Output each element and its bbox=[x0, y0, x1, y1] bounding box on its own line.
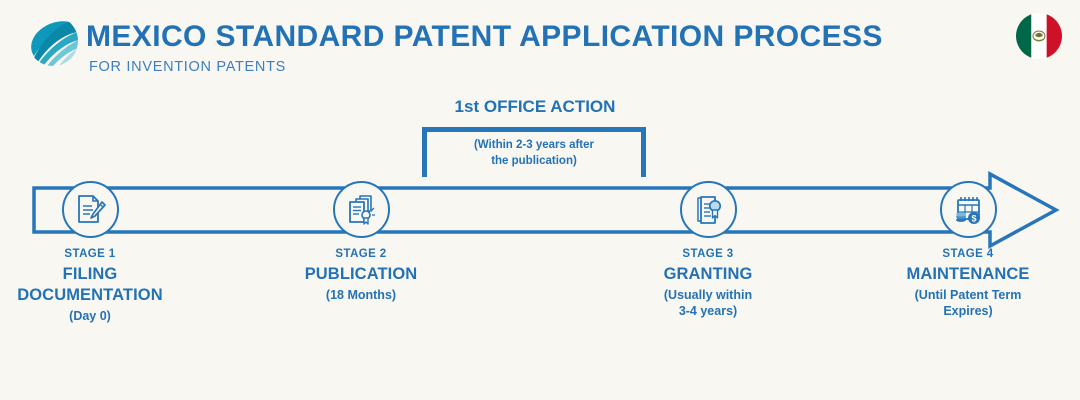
stage-1-detail: (Day 0) bbox=[0, 308, 190, 324]
stage-4-caption: STAGE 4 MAINTENANCE (Until Patent Term E… bbox=[878, 246, 1058, 319]
stage-2-detail: (18 Months) bbox=[275, 287, 447, 303]
stage-3-name-line-1: GRANTING bbox=[663, 265, 753, 283]
timeline-stage-1[interactable]: STAGE 1 FILING DOCUMENTATION (Day 0) bbox=[0, 181, 190, 324]
office-action-bracket bbox=[422, 127, 646, 177]
stage-1-number: STAGE 1 bbox=[64, 248, 116, 260]
stage-1-caption: STAGE 1 FILING DOCUMENTATION (Day 0) bbox=[0, 246, 190, 324]
certificate-seal-icon bbox=[697, 195, 722, 224]
stage-4-name-line-1: MAINTENANCE bbox=[906, 265, 1030, 283]
globe-swoosh-logo-icon bbox=[24, 12, 82, 70]
stage-1-detail-line-1: (Day 0) bbox=[69, 309, 111, 323]
stage-1-name-line-1: FILING bbox=[62, 265, 118, 283]
stage-1-name: FILING DOCUMENTATION bbox=[0, 264, 190, 306]
stage-2-icon-circle bbox=[332, 181, 390, 238]
stage-4-number: STAGE 4 bbox=[942, 248, 994, 260]
stage-4-icon-circle: $ bbox=[939, 181, 997, 238]
office-action-note: (Within 2-3 years after the publication) bbox=[422, 137, 646, 169]
stage-1-icon-circle bbox=[61, 181, 119, 238]
stage-4-detail-line-2: Expires) bbox=[943, 304, 993, 318]
stage-2-detail-line-1: (18 Months) bbox=[325, 288, 397, 302]
office-action-note-line-2: the publication) bbox=[491, 155, 577, 167]
title-block: MEXICO STANDARD PATENT APPLICATION PROCE… bbox=[86, 20, 883, 76]
header: MEXICO STANDARD PATENT APPLICATION PROCE… bbox=[0, 0, 1080, 90]
timeline-stage-2[interactable]: STAGE 2 PUBLICATION (18 Months) bbox=[275, 181, 447, 303]
document-pencil-icon bbox=[78, 194, 106, 223]
stage-3-detail-line-1: (Usually within bbox=[663, 288, 753, 302]
stage-3-name: GRANTING bbox=[628, 264, 788, 285]
stage-2-name-line-1: PUBLICATION bbox=[304, 265, 418, 283]
timeline-stage-4[interactable]: $ STAGE 4 MAINTENANCE (Until Patent Term… bbox=[878, 181, 1058, 319]
stage-4-name: MAINTENANCE bbox=[878, 264, 1058, 285]
stacked-documents-icon bbox=[349, 194, 375, 225]
office-action-title: 1st OFFICE ACTION bbox=[454, 97, 616, 116]
page-subtitle: FOR INVENTION PATENTS bbox=[89, 59, 287, 75]
timeline-arrow bbox=[32, 171, 1060, 249]
stage-3-caption: STAGE 3 GRANTING (Usually within 3-4 yea… bbox=[628, 246, 788, 319]
stage-4-detail: (Until Patent Term Expires) bbox=[878, 287, 1058, 319]
svg-text:$: $ bbox=[971, 213, 976, 223]
stage-3-detail: (Usually within 3-4 years) bbox=[628, 287, 788, 319]
stage-2-caption: STAGE 2 PUBLICATION (18 Months) bbox=[275, 246, 447, 303]
stage-3-detail-line-2: 3-4 years) bbox=[678, 304, 738, 318]
timeline-stage-3[interactable]: STAGE 3 GRANTING (Usually within 3-4 yea… bbox=[628, 181, 788, 319]
page-title: MEXICO STANDARD PATENT APPLICATION PROCE… bbox=[86, 20, 883, 53]
office-action-callout: 1st OFFICE ACTION bbox=[422, 96, 648, 118]
mexico-flag-icon bbox=[1016, 13, 1062, 59]
stage-4-detail-line-1: (Until Patent Term bbox=[914, 288, 1022, 302]
stage-3-icon-circle bbox=[679, 181, 737, 238]
stage-2-number: STAGE 2 bbox=[335, 248, 387, 260]
stage-1-name-line-2: DOCUMENTATION bbox=[17, 286, 163, 304]
stage-2-name: PUBLICATION bbox=[275, 264, 447, 285]
office-action-note-line-1: (Within 2-3 years after bbox=[473, 139, 595, 151]
stage-3-number: STAGE 3 bbox=[682, 248, 734, 260]
calendar-coins-icon: $ bbox=[956, 196, 980, 224]
